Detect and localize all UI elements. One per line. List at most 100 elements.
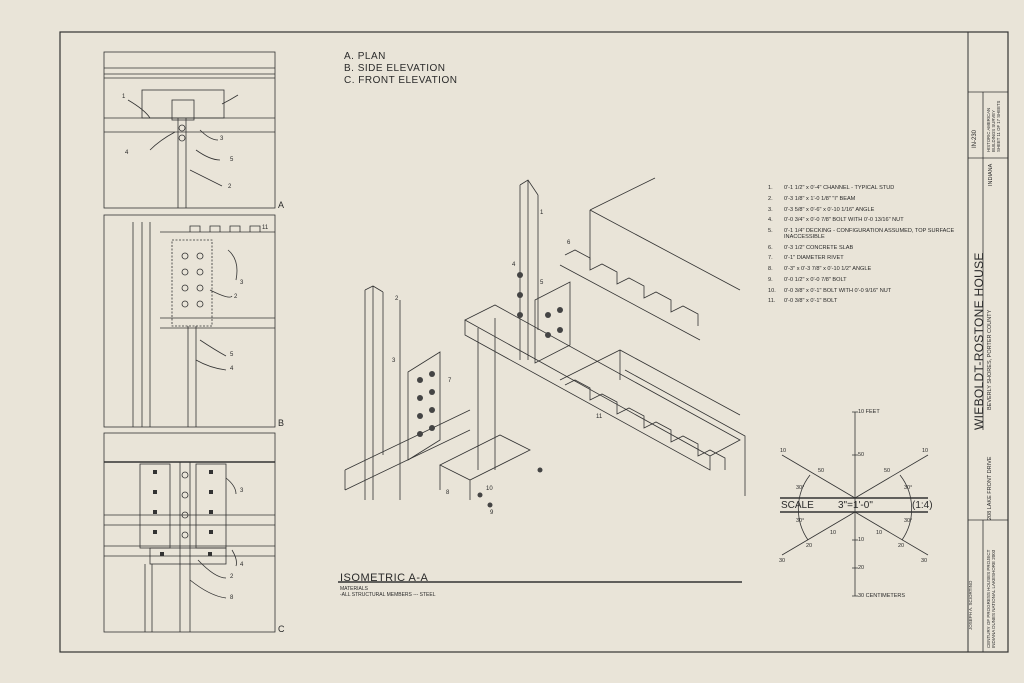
sheet-number: SHEET 11 OF 17 SHEETS	[996, 100, 1001, 152]
legend-number: 11.	[768, 298, 776, 305]
iso-callout: 3	[392, 358, 396, 364]
callout: 3	[240, 488, 244, 494]
legend-number: 9.	[768, 276, 773, 283]
iso-callout: 2	[395, 296, 399, 302]
panel-b-letter: B	[278, 418, 285, 428]
legend-item: 10. 0'-0 3/8" x 0'-1" BOLT WITH 0'-0 9/16…	[768, 287, 958, 295]
legend-text: 0'-3 1/8" x 1'-0 1/8" "I" BEAM	[784, 195, 856, 202]
house-address: 208 LAKE FRONT DRIVE	[987, 456, 993, 520]
scale-tick: 50	[858, 452, 865, 458]
callout: 11	[262, 225, 269, 231]
callout: 5	[230, 352, 234, 358]
isometric-drawing	[344, 177, 746, 508]
view-a-label: A. PLAN	[344, 51, 386, 62]
scale-diag-label: 10	[876, 530, 883, 536]
scale-ratio: (1:4)	[912, 500, 933, 511]
panel-c-letter: C	[278, 624, 285, 634]
scale-feet-label: 10 FEET	[858, 409, 880, 415]
view-b-label: B. SIDE ELEVATION	[344, 63, 446, 74]
scale-diag-label: 30°	[796, 518, 805, 524]
legend-number: 3.	[768, 206, 773, 213]
legend-number: 7.	[768, 255, 773, 262]
panel-a-drawing	[104, 67, 275, 208]
state: INDIANA	[988, 163, 994, 186]
view-list: A. PLAN B. SIDE ELEVATION C. FRONT ELEVA…	[344, 51, 457, 87]
sheet-border	[59, 31, 1009, 653]
iso-callout: 11	[596, 414, 603, 420]
iso-callout: 7	[448, 378, 452, 384]
legend-text: 0'-1 1/2" x 0'-4" CHANNEL - TYPICAL STUD	[784, 185, 895, 191]
legend-number: 2.	[768, 195, 773, 202]
iso-callout: 8	[446, 490, 450, 496]
callout: 2	[228, 184, 232, 190]
iso-callout: 10	[486, 486, 493, 492]
iso-callout: 4	[512, 262, 516, 268]
callout: 2	[234, 294, 238, 300]
panel-a-frame	[103, 51, 276, 209]
iso-callout: 5	[540, 280, 544, 286]
scale-cm-label: 30 CENTIMETERS	[858, 593, 906, 599]
scale-label: SCALE	[781, 500, 814, 511]
material-legend: 1.0'-1 1/2" x 0'-4" CHANNEL - TYPICAL ST…	[768, 185, 958, 310]
house-location: BEVERLY SHORES, PORTER COUNTY	[987, 309, 993, 410]
legend-text: 0'-3 5/8" x 0'-6" x 0'-10 1/16" ANGLE	[784, 206, 875, 213]
legend-number: 5.	[768, 228, 773, 235]
callout: 5	[230, 157, 234, 163]
scale-diag-label: 30°	[904, 485, 913, 491]
legend-item: 6.0'-3 1/2" CONCRETE SLAB	[768, 245, 958, 252]
scale-diag-label: 10	[780, 448, 787, 454]
legend-number: 8.	[768, 266, 773, 273]
house-name: WIEBOLDT-ROSTONE HOUSE	[972, 252, 986, 430]
legend-text: 0'-0 1/2" x 0'-0 7/8" BOLT	[784, 276, 847, 283]
survey-number: IN-230	[972, 129, 978, 148]
scale-diag-label: 10	[830, 530, 837, 536]
legend-item: 1.0'-1 1/2" x 0'-4" CHANNEL - TYPICAL ST…	[768, 185, 958, 192]
materials-label: MATERIALS	[340, 586, 368, 592]
scale-diag-label: 10	[922, 448, 929, 454]
iso-callout: 9	[490, 510, 494, 516]
legend-item: 3. 0'-3 5/8" x 0'-6" x 0'-10 1/16" ANGLE	[768, 206, 958, 214]
delineator: JOSEPH A. SCIORTINO	[968, 580, 973, 630]
callout: 4	[230, 366, 234, 372]
legend-item: 2. 0'-3 1/8" x 1'-0 1/8" "I" BEAM	[768, 195, 958, 203]
scale-tick: 20	[858, 565, 865, 571]
iso-callout: 1	[540, 210, 544, 216]
legend-item: 8. 0'-3" x 0'-3 7/8" x 0'-10 1/2" ANGLE	[768, 266, 958, 273]
scale-tick: 10	[858, 537, 865, 543]
legend-number: 10.	[768, 287, 776, 294]
scale-diag-label: 30	[921, 558, 928, 564]
view-c-label: C. FRONT ELEVATION	[344, 75, 458, 86]
scale-diag-label: 30°	[796, 485, 805, 491]
survey-title: HISTORIC AMERICAN BUILDINGS SURVEY	[986, 107, 996, 152]
iso-callout: 6	[567, 240, 571, 246]
legend-text: 0'-1 1/4" DECKING - CONFIGURATION ASSUME…	[784, 228, 955, 240]
isometric-title: ISOMETRIC A-A	[340, 572, 429, 584]
panel-a-letter: A	[278, 200, 285, 210]
callout: 1	[122, 94, 126, 100]
park-name: INDIANA DUNES NATIONAL LAKESHORE 2003	[991, 549, 996, 648]
scale-diag-label: 50	[818, 468, 825, 474]
panel-c-drawing	[104, 461, 275, 632]
legend-item: 11. 0'-0 3/8" x 0'-1" BOLT	[768, 299, 958, 305]
scale-diag-label: 30	[779, 558, 786, 564]
legend-item: 4.0'-0 3/4" x 0'-0 7/8" BOLT WITH 0'-0 1…	[768, 218, 958, 224]
materials-note: MATERIALS -ALL STRUCTURAL MEMBERS --- ST…	[340, 586, 435, 598]
panel-b-frame	[103, 214, 276, 428]
scale-diag-label: 50	[884, 468, 891, 474]
scale-diag-label: 20	[898, 543, 905, 549]
survey-name: HISTORIC AMERICAN BUILDINGS SURVEY SHEET…	[986, 92, 1001, 152]
scale-diag-label: 30°	[904, 518, 913, 524]
legend-text: 0'-1" DIAMETER RIVET	[784, 255, 844, 262]
callout: 3	[220, 136, 224, 142]
scale-graphic	[780, 411, 929, 597]
legend-number: 4.	[768, 217, 773, 224]
legend-text: 0'-3" x 0'-3 7/8" x 0'-10 1/2" ANGLE	[784, 266, 872, 273]
legend-item: 5. 0'-1 1/4" DECKING - CONFIGURATION ASSU…	[768, 228, 958, 240]
callout: 4	[240, 562, 244, 568]
callout: 4	[125, 150, 129, 156]
legend-text: 0'-0 3/8" x 0'-1" BOLT WITH 0'-0 9/16" N…	[784, 287, 892, 294]
callout: 3	[240, 280, 244, 286]
legend-text: 0'-0 3/8" x 0'-1" BOLT	[784, 298, 838, 305]
panel-c-frame	[103, 432, 276, 633]
